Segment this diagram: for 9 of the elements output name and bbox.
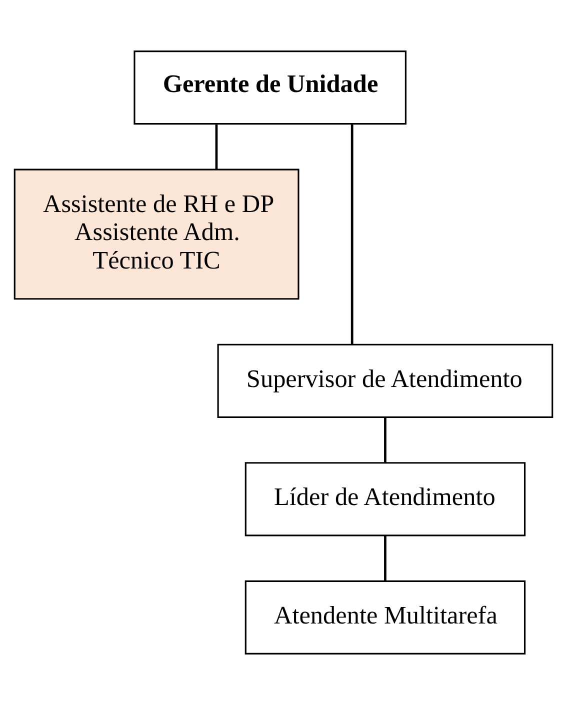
node-box: Gerente de Unidade (134, 50, 406, 124)
connector (215, 124, 218, 169)
connector (384, 535, 386, 581)
node-box: Atendente Multitarefa (244, 580, 526, 654)
connector (384, 417, 386, 462)
node-box: Supervisor de Atendimento (217, 343, 554, 418)
connector (350, 124, 354, 344)
node-box: Líder de Atendimento (244, 462, 526, 536)
node-box: Assistente de RH e DP Assistente Adm. Técnico TIC (14, 168, 300, 300)
